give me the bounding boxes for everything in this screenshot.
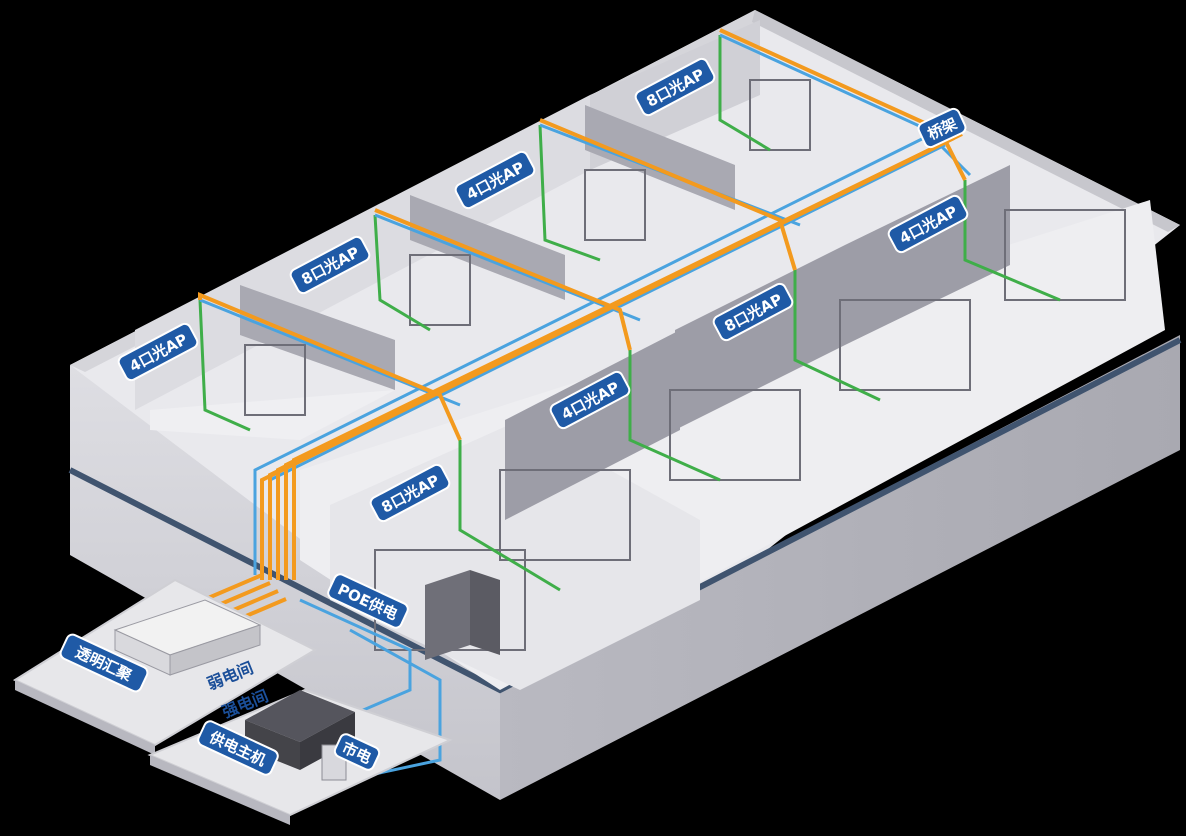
ap-tag-background [549, 370, 631, 430]
ap-tag-background [289, 235, 371, 295]
weak-room-platform [12, 578, 318, 755]
ap-tag-background [887, 194, 969, 254]
ap-tag-background [117, 322, 199, 382]
fiber-trunk [179, 28, 967, 636]
power-room-platform [147, 688, 453, 825]
ap-tag-background [712, 282, 794, 342]
dark-cabinet [425, 570, 500, 660]
partition [505, 330, 680, 520]
ap-tag-background [634, 57, 716, 117]
ap-tag-background [369, 463, 451, 523]
ap-tag-background [454, 150, 536, 210]
green-network-cables [198, 35, 1061, 592]
partition [675, 245, 845, 430]
mains-tag: 市电 [333, 733, 381, 771]
right-wall [500, 335, 1180, 800]
